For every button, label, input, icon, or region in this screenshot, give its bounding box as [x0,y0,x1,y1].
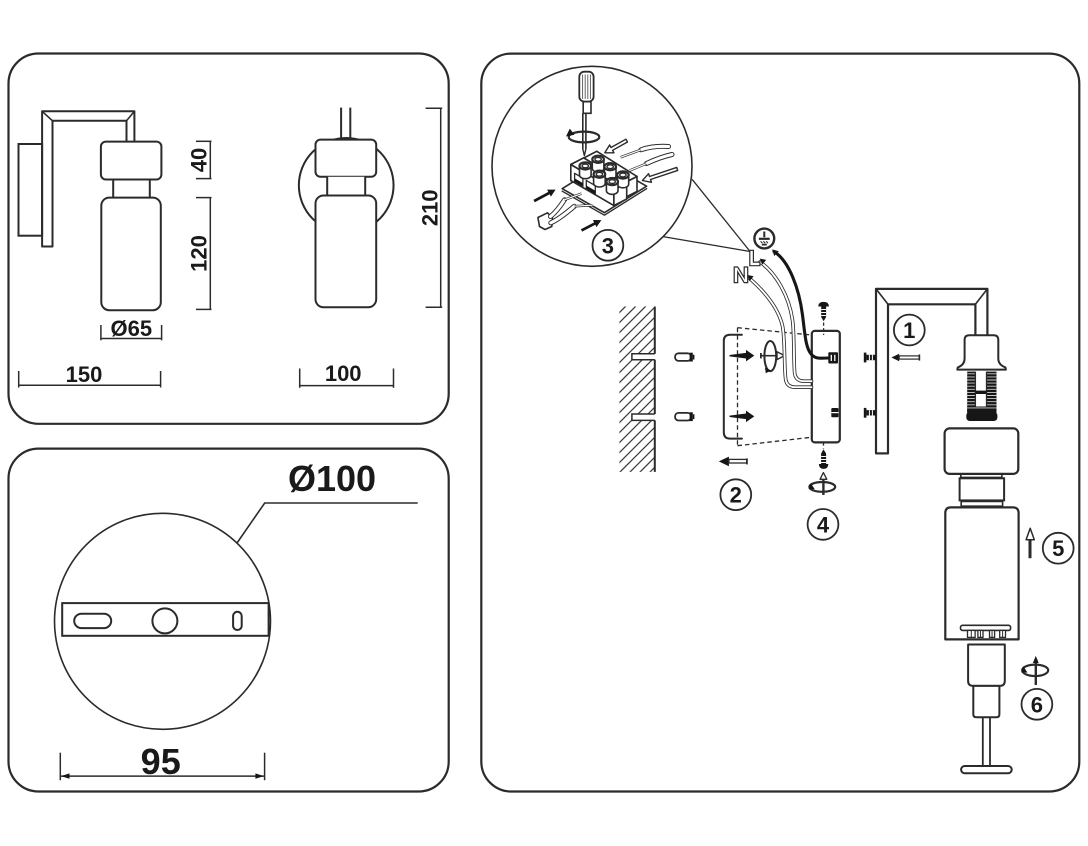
svg-text:100: 100 [325,361,362,386]
svg-text:210: 210 [418,189,443,226]
svg-text:5: 5 [1052,536,1064,561]
svg-text:95: 95 [141,741,181,782]
svg-text:1: 1 [903,318,915,343]
svg-text:Ø100: Ø100 [288,458,376,499]
svg-text:6: 6 [1031,692,1043,717]
svg-text:40: 40 [187,148,212,172]
svg-text:Ø65: Ø65 [111,316,153,341]
svg-text:2: 2 [730,483,742,508]
svg-text:4: 4 [817,512,830,537]
svg-text:120: 120 [187,235,212,272]
svg-text:3: 3 [602,233,614,258]
svg-text:150: 150 [66,362,103,387]
